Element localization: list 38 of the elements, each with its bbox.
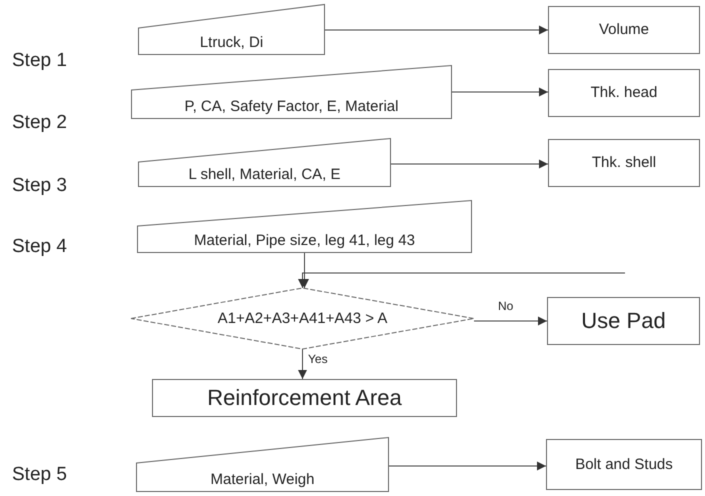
node-text: Thk. shell [590,154,658,172]
step-label: Step 4 [12,236,67,258]
arrow [298,348,307,380]
node-text: Reinforcement Area [206,386,403,410]
arrow [390,160,548,168]
arrow [452,88,548,96]
node-text: L shell, Material, CA, E [188,166,342,183]
step-label: Step 5 [12,464,67,486]
node-text: Bolt and Studs [574,456,674,473]
step-label: Step 1 [12,50,67,72]
node-text: Use Pad [580,308,667,334]
step-label: Step 3 [12,175,67,197]
process-box [548,139,700,187]
manual-input-shape [137,200,472,253]
node-text: Volume [598,22,650,38]
arrow [324,26,548,34]
arrow [474,316,548,326]
node-text: A1+A2+A3+A41+A43 > A [216,310,388,327]
process-box [547,297,700,345]
node-text: Thk. head [590,84,658,102]
edge-label: No [497,299,514,313]
manual-input-shape [131,65,452,119]
process-box [546,439,702,490]
node-text: Ltruck, Di [198,34,264,51]
arrow [388,462,546,470]
process-box [548,69,700,117]
manual-input-shape [138,138,391,187]
node-text: Material, Pipe size, leg 41, leg 43 [193,232,416,249]
process-box [548,6,700,54]
decision-diamond [131,288,474,349]
manual-input-shape [136,437,389,492]
step-label: Step 2 [12,112,67,134]
node-text: P, CA, Safety Factor, E, Material [184,98,400,115]
arrow [298,272,626,288]
manual-input-shape [138,4,325,55]
edge-label: Yes [307,352,329,366]
process-box [152,379,457,417]
node-text: Material, Weigh [210,471,316,488]
